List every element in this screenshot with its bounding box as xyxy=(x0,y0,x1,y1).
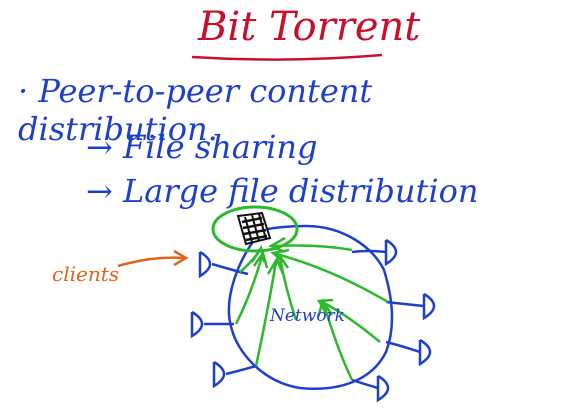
network-label: Network xyxy=(270,306,345,326)
title-underline xyxy=(191,53,383,61)
seed-file-icon xyxy=(236,211,272,246)
clients-label: clients xyxy=(52,262,120,286)
sub-point-large-file-distribution: → Large file distribution xyxy=(86,172,479,210)
client-icon xyxy=(385,338,432,367)
upload-arrow-icon xyxy=(270,248,389,304)
upload-arrow-icon xyxy=(234,250,269,325)
sub-point-file-sharing: → File sharing xyxy=(86,128,318,166)
client-icon xyxy=(385,292,436,321)
client-icon xyxy=(190,310,234,339)
page-title: Bit Torrent xyxy=(198,4,421,50)
upload-arrow-icon xyxy=(316,298,354,381)
clients-pointer-arrow xyxy=(117,249,189,268)
client-icon xyxy=(198,250,249,279)
bullet-point: · Peer-to-peer content distribution. xyxy=(18,72,373,148)
upload-arrow-icon xyxy=(254,256,285,367)
client-icon xyxy=(212,360,257,389)
upload-arrow-icon xyxy=(268,236,353,254)
seed-highlight-ellipse xyxy=(211,205,299,253)
client-icon xyxy=(351,374,390,403)
client-icon xyxy=(351,238,398,267)
network-cloud xyxy=(227,224,394,390)
